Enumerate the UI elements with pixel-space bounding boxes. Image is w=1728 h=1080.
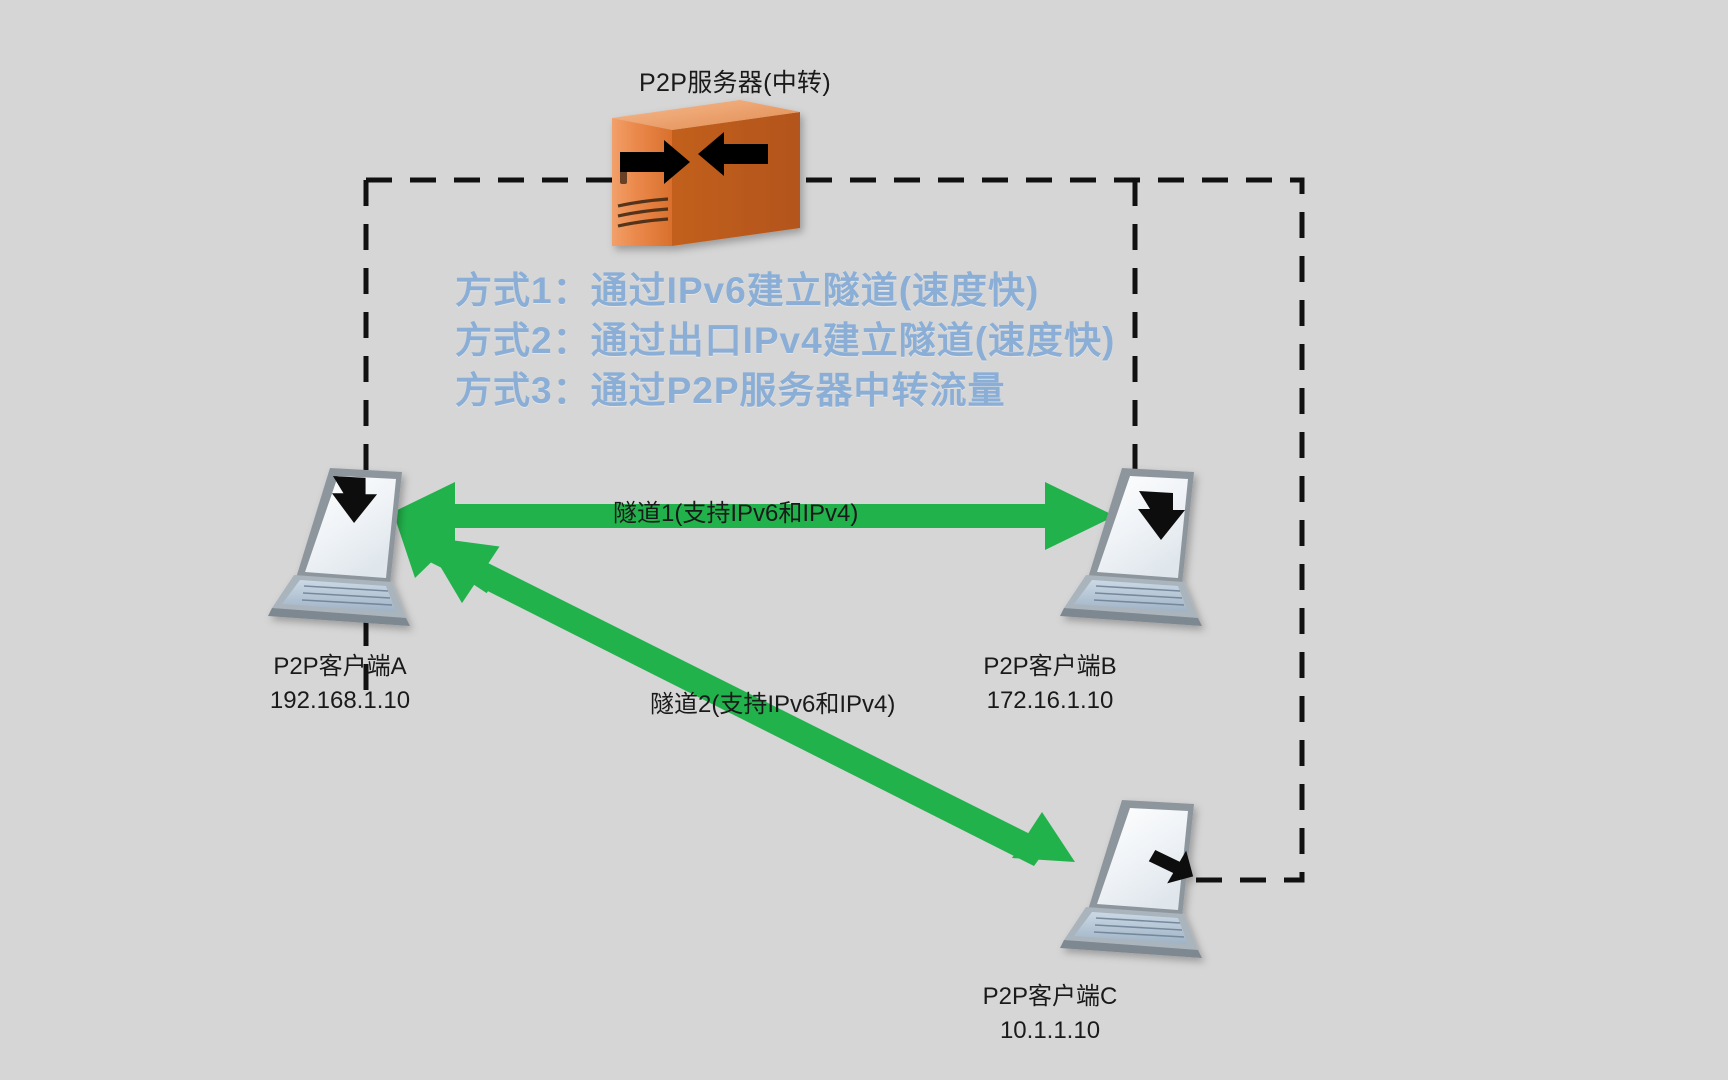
laptop-icon-client-b (1060, 468, 1202, 626)
tunnel-2-label: 隧道2(支持IPv6和IPv4) (650, 691, 896, 718)
client-a-name: P2P客户端A (273, 653, 407, 680)
method-line-2: 方式2：通过出口IPv4建立隧道(速度快) (455, 320, 1116, 361)
tunnel-2-arrow-shaft (394, 515, 1075, 866)
client-a-ip: 192.168.1.10 (269, 687, 411, 714)
method-line-3: 方式3：通过P2P服务器中转流量 (455, 370, 1006, 411)
method-line-1: 方式1：通过IPv6建立隧道(速度快) (455, 270, 1040, 311)
laptop-icon-client-a (268, 468, 410, 626)
server-tower-icon (612, 100, 800, 246)
network-boundary-dashed-rect (363, 177, 1305, 883)
client-c-name: P2P客户端C (982, 983, 1118, 1010)
tunnel-1-label: 隧道1(支持IPv6和IPv4) (613, 500, 859, 527)
server-caption: P2P服务器(中转) (639, 69, 831, 97)
client-b-caption: P2P客户端B 172.16.1.10 (890, 650, 1210, 718)
server-transfer-arrows (620, 132, 768, 184)
laptop-icon-client-c (1060, 800, 1202, 958)
client-c-ip: 10.1.1.10 (999, 1017, 1101, 1044)
client-b-name: P2P客户端B (983, 653, 1117, 680)
client-c-caption: P2P客户端C 10.1.1.10 (890, 980, 1210, 1048)
tunnel-1-arrow (385, 482, 1115, 550)
client-a-caption: P2P客户端A 192.168.1.10 (180, 650, 500, 718)
client-b-ip: 172.16.1.10 (986, 687, 1114, 714)
